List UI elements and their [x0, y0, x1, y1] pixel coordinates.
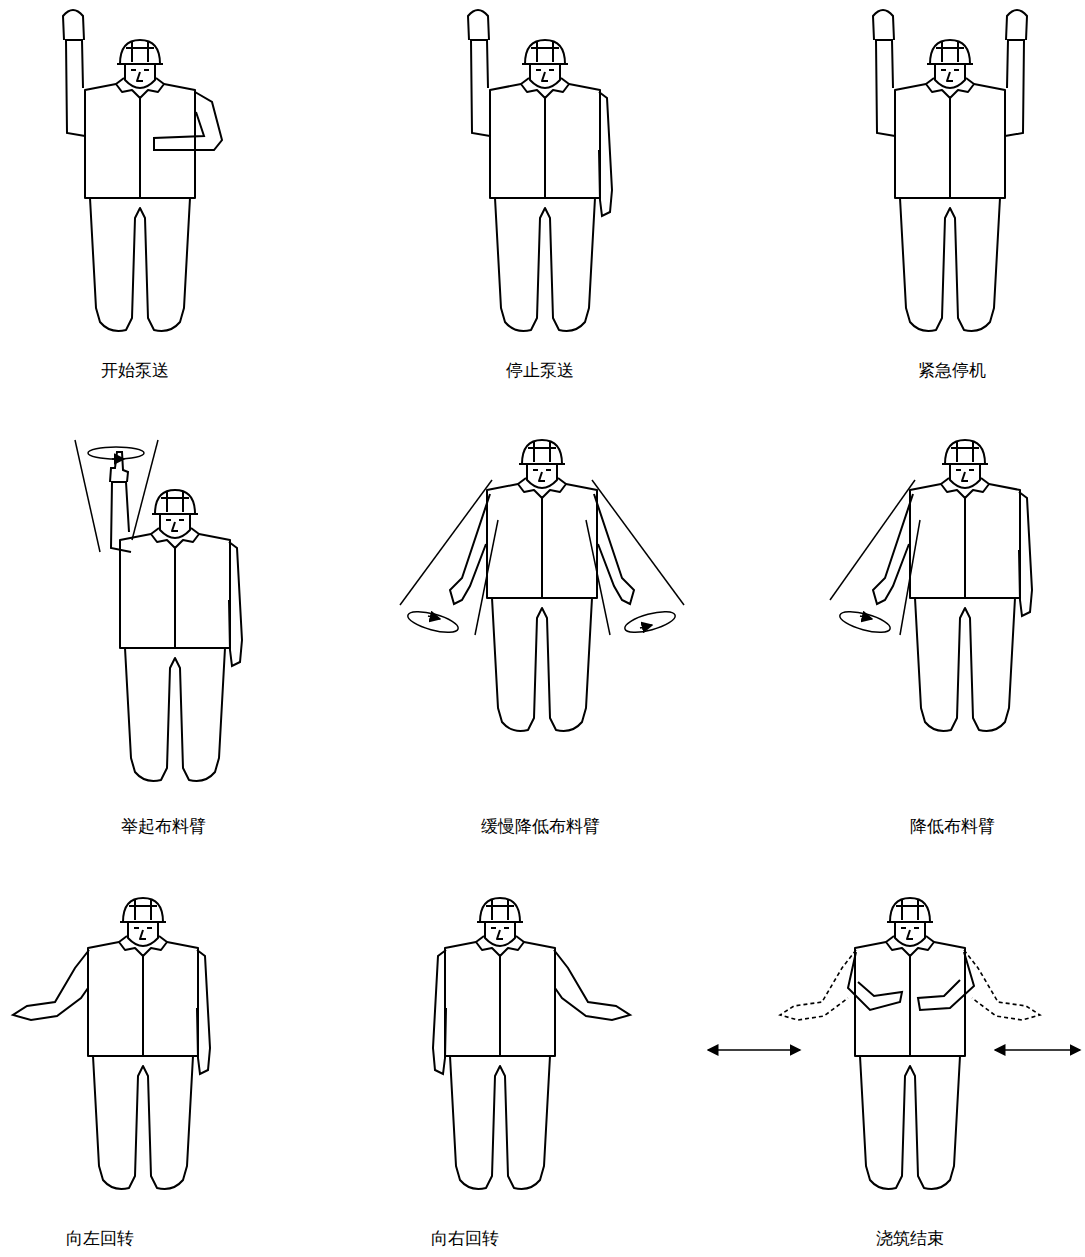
swing-marks [400, 480, 684, 636]
figure-swing-right [433, 898, 630, 1189]
figure-raise-boom [110, 452, 242, 781]
signal-caption: 缓慢降低布料臂 [481, 816, 600, 836]
figure-slow-lower [450, 440, 634, 731]
signal-caption: 停止泵送 [506, 360, 574, 380]
rotation-marks [75, 440, 158, 552]
signal-caption: 降低布料臂 [910, 816, 995, 836]
figure-swing-left [13, 898, 210, 1189]
swing-marks [830, 480, 920, 636]
signal-caption: 举起布料臂 [121, 816, 206, 836]
figure-stop-pump [468, 10, 612, 331]
signal-caption: 向右回转 [431, 1228, 499, 1248]
figure-lower-boom [873, 440, 1032, 731]
figure-start-pump [63, 10, 222, 331]
figure-emergency-stop [873, 10, 1027, 331]
signal-caption: 开始泵送 [101, 360, 169, 380]
signal-caption: 紧急停机 [918, 360, 986, 380]
motion-arrows [708, 1049, 1080, 1051]
signal-caption: 向左回转 [66, 1228, 134, 1248]
signal-caption: 浇筑结束 [876, 1228, 944, 1248]
figure-pour-end [780, 898, 1040, 1189]
